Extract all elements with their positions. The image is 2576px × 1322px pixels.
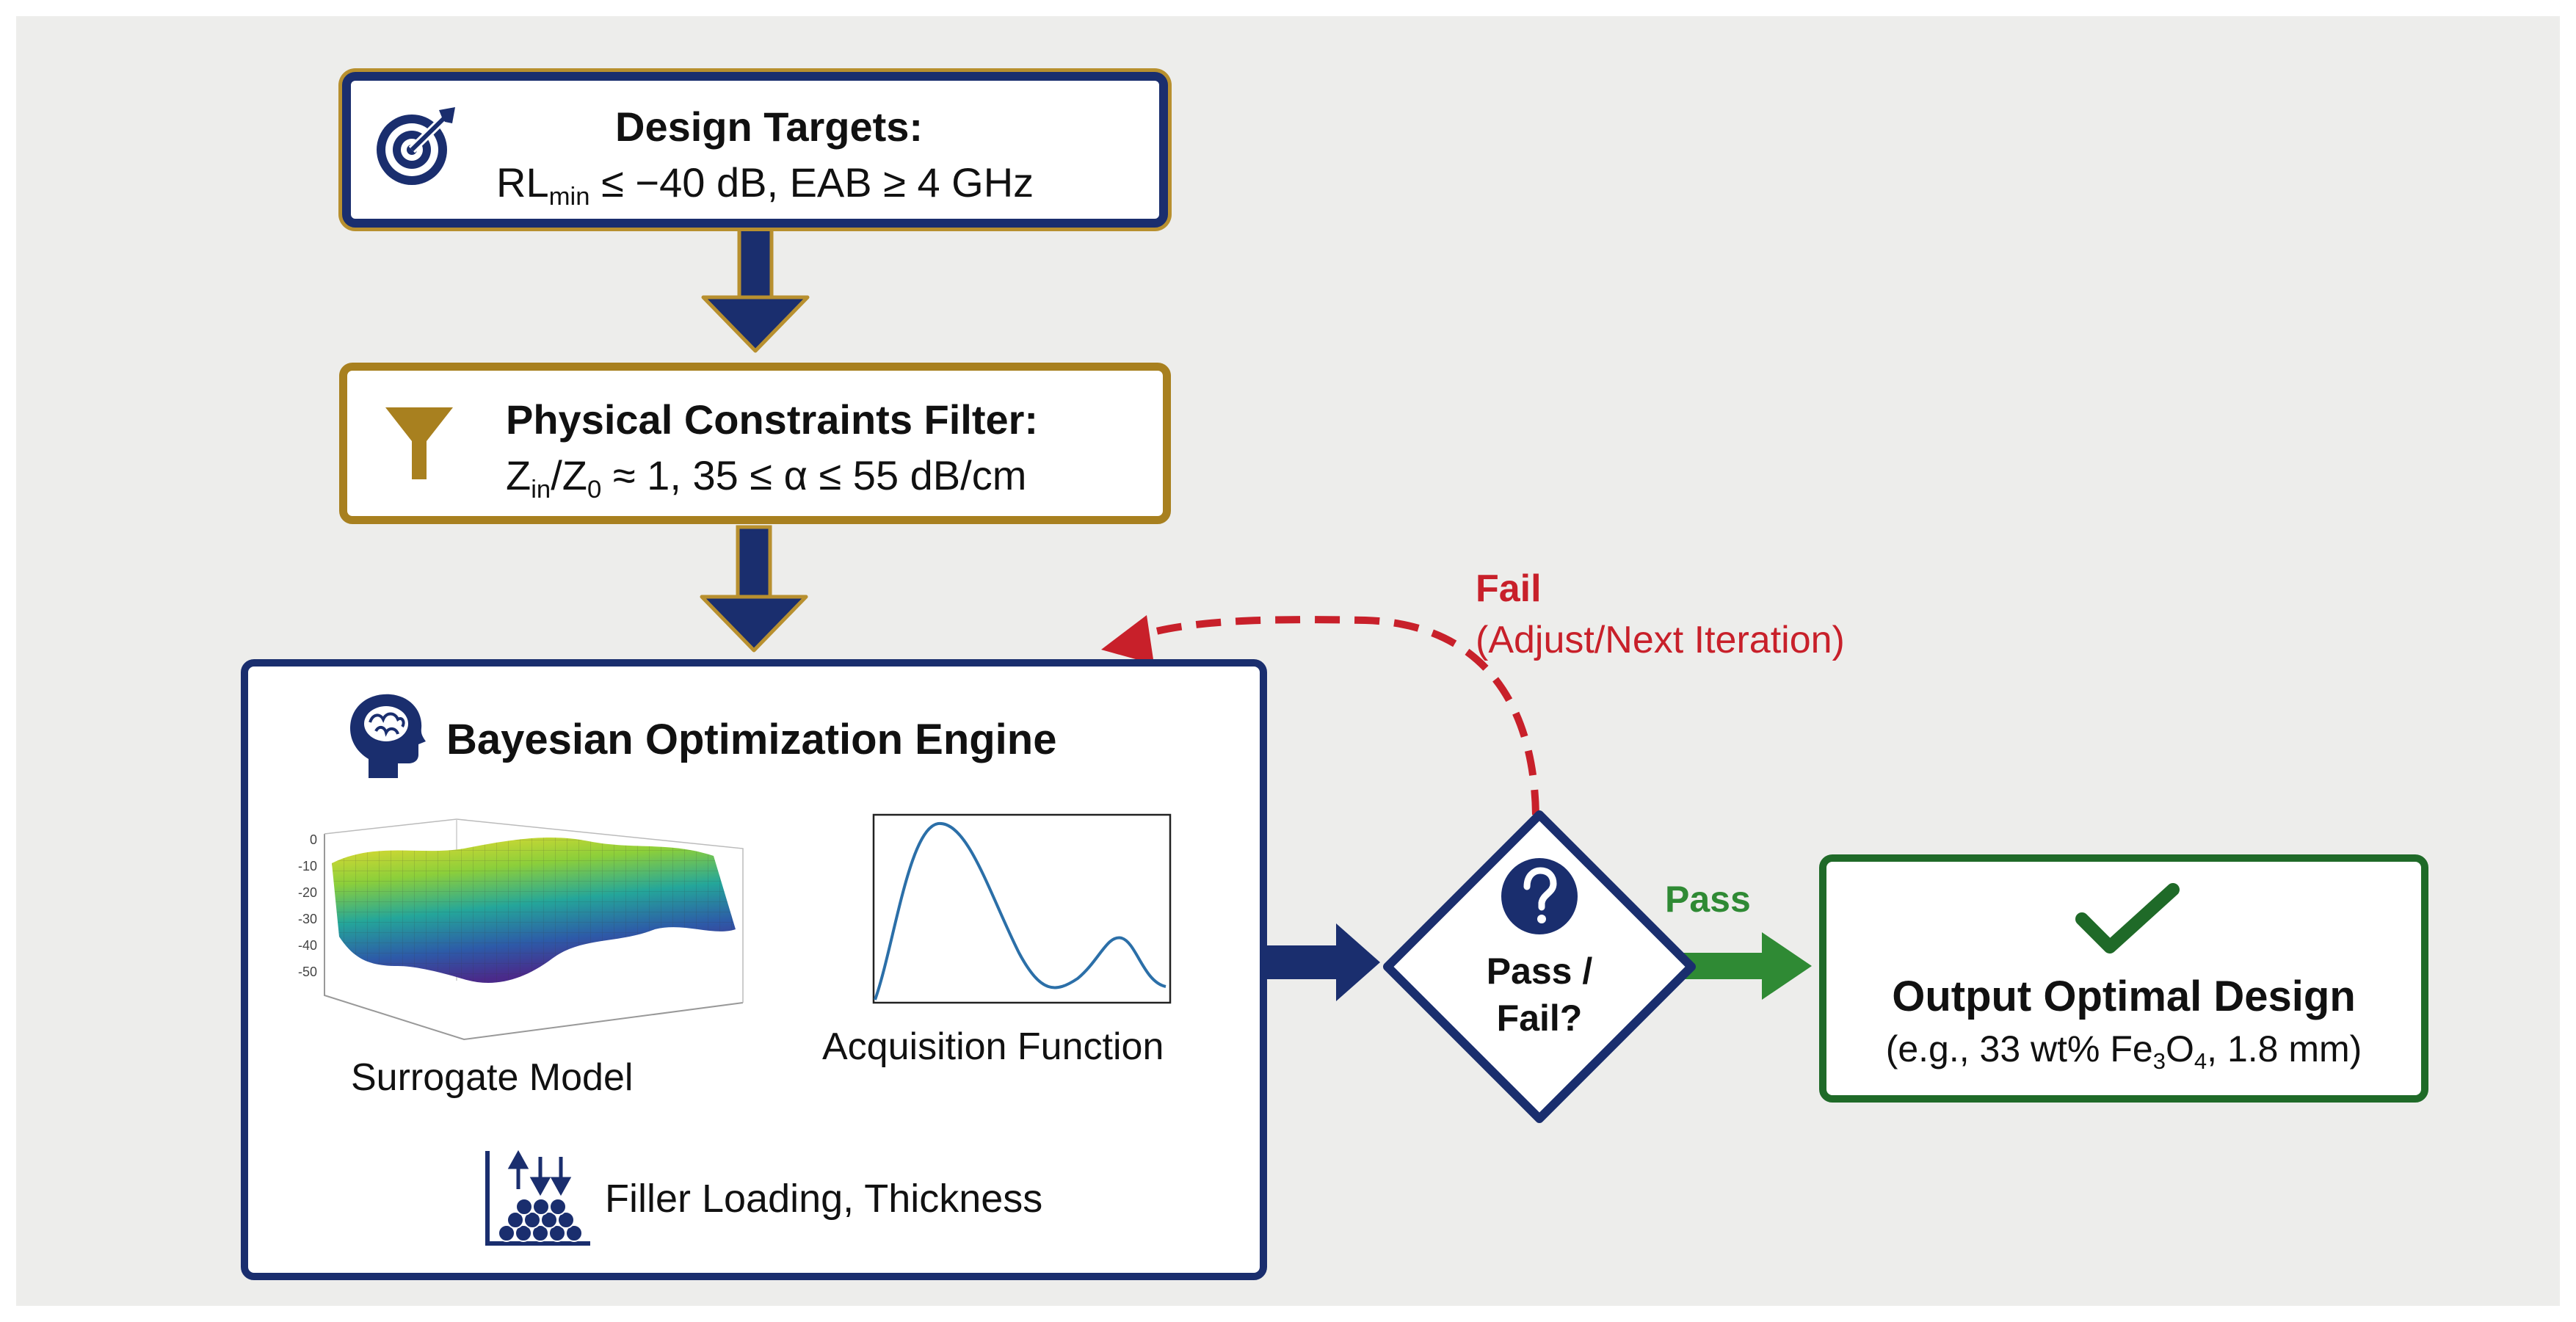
arrow-constraints-to-engine <box>700 525 808 653</box>
fail-label: Fail <box>1476 567 1542 610</box>
design-targets-values: RLmin ≤ −40 dB, EAB ≥ 4 GHz <box>496 159 1034 211</box>
decision-line1: Pass / <box>1486 951 1593 992</box>
question-icon <box>1501 858 1578 934</box>
acquisition-function-label: Acquisition Function <box>822 1025 1164 1068</box>
engine-title: Bayesian Optimization Engine <box>446 716 1057 763</box>
arrow-targets-to-constraints <box>701 225 810 353</box>
constraints-rest: ≈ 1, 35 ≤ α ≤ 55 dB/cm <box>601 452 1027 498</box>
surface-tick-0: 0 <box>310 832 317 847</box>
fail-sublabel: (Adjust/Next Iteration) <box>1476 619 1845 661</box>
output-fe-sub: 3 <box>2152 1047 2166 1074</box>
constraints-filter-box: Physical Constraints Filter: Zin/Z0 ≈ 1,… <box>339 363 1171 524</box>
funnel-icon <box>385 407 453 479</box>
output-o-sub: 4 <box>2194 1047 2207 1074</box>
design-targets-box: Design Targets: RLmin ≤ −40 dB, EAB ≥ 4 … <box>342 72 1168 228</box>
output-optimal-design-box: Output Optimal Design (e.g., 33 wt% Fe3O… <box>1819 854 2428 1103</box>
target-icon <box>377 107 455 185</box>
z-slash: /Z <box>551 452 588 498</box>
z-symbol: Z <box>506 452 531 498</box>
surrogate-surface-plot: 0 -10 -20 -30 -40 -50 <box>298 818 744 1041</box>
acquisition-function-plot <box>872 813 1172 1004</box>
bayesian-engine-box: Bayesian Optimization Engine 0 -10 -20 -… <box>241 659 1267 1280</box>
arrow-pass <box>1680 932 1812 1000</box>
output-example: (e.g., 33 wt% Fe3O4, 1.8 mm) <box>1826 1028 2421 1074</box>
surface-tick-3: -30 <box>298 912 317 926</box>
rl-subscript: min <box>548 183 590 211</box>
rl-rest: ≤ −40 dB, EAB ≥ 4 GHz <box>589 159 1034 206</box>
arrow-engine-to-decision <box>1260 923 1380 1001</box>
surface-tick-5: -50 <box>298 965 317 979</box>
checkmark-icon <box>2075 883 2180 954</box>
output-title: Output Optimal Design <box>1892 973 2356 1020</box>
design-targets-title: Design Targets: <box>615 103 924 150</box>
z0-subscript: 0 <box>587 476 602 504</box>
output-example-e: , 1.8 mm) <box>2207 1028 2362 1069</box>
constraints-values: Zin/Z0 ≈ 1, 35 ≤ α ≤ 55 dB/cm <box>506 451 1027 504</box>
brain-head-icon <box>350 694 426 778</box>
output-example-a: (e.g., 33 wt% Fe <box>1885 1028 2153 1069</box>
surface-tick-2: -20 <box>298 885 317 900</box>
filler-loading-label: Filler Loading, Thickness <box>605 1177 1043 1221</box>
surrogate-model-label: Surrogate Model <box>351 1056 634 1099</box>
output-example-o: O <box>2166 1028 2194 1069</box>
constraints-title: Physical Constraints Filter: <box>506 396 1039 443</box>
filler-loading-icon <box>485 1150 590 1246</box>
decision-diamond <box>1383 810 1696 1123</box>
pass-label: Pass <box>1665 879 1751 920</box>
surface-tick-1: -10 <box>298 859 317 874</box>
rl-symbol: RL <box>496 159 549 206</box>
decision-line2: Fail? <box>1496 998 1583 1039</box>
surface-tick-4: -40 <box>298 938 317 953</box>
arrow-fail <box>1101 615 1539 816</box>
z-in-subscript: in <box>531 476 551 504</box>
